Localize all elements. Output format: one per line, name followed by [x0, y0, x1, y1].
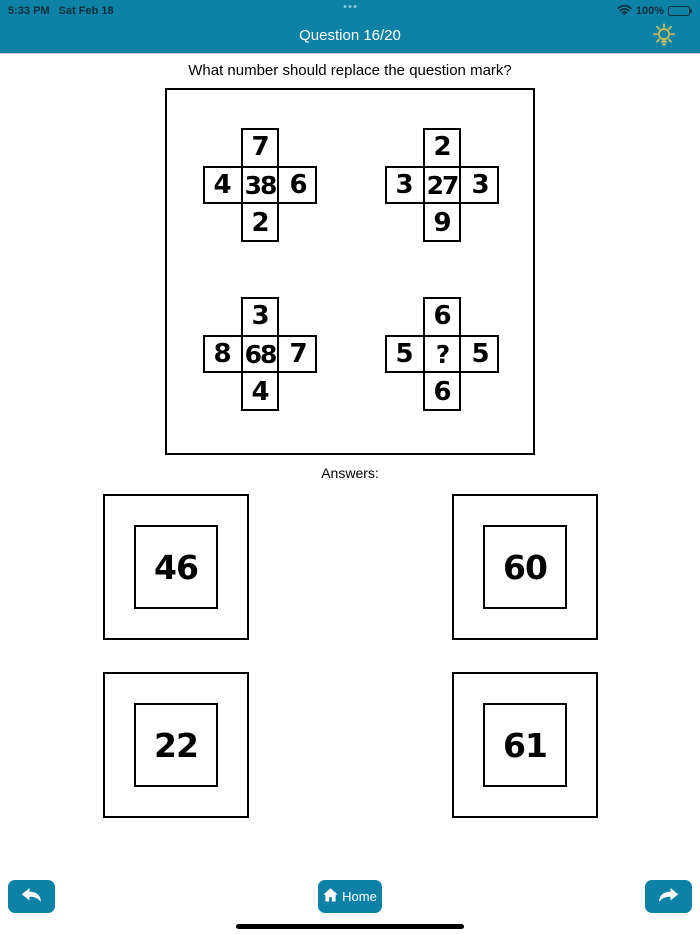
status-datetime: 5:33 PM Sat Feb 18 — [8, 5, 114, 17]
number-cross-3: 3 8 68 7 4 — [203, 297, 317, 411]
back-button[interactable] — [8, 880, 55, 913]
cross-cell-bottom: 6 — [433, 377, 451, 407]
cross-horizontal-rect — [203, 335, 317, 373]
answer-option-4[interactable]: 61 — [452, 672, 598, 818]
cross-cell-left: 5 — [395, 339, 413, 369]
cross-cell-right: 7 — [289, 339, 307, 369]
answer-option-3[interactable]: 22 — [103, 672, 249, 818]
status-indicators: 100% — [617, 4, 692, 18]
house-icon — [323, 888, 338, 905]
forward-button[interactable] — [645, 880, 692, 913]
puzzle-box: 7 4 38 6 2 2 3 27 3 9 3 8 68 7 4 6 — [165, 88, 535, 455]
cross-cell-top: 2 — [433, 132, 451, 162]
cross-cell-center: 68 — [244, 339, 278, 369]
reply-arrow-icon — [21, 887, 42, 906]
cross-vertical-rect — [241, 297, 279, 411]
ellipsis-dots-icon — [343, 5, 357, 8]
cross-horizontal-rect — [203, 166, 317, 204]
cross-cell-top: 6 — [433, 301, 451, 331]
cross-cell-bottom: 2 — [251, 208, 269, 238]
question-text: What number should replace the question … — [188, 62, 512, 79]
cross-cell-bottom: 9 — [433, 208, 451, 238]
question-mark-cell: ? — [435, 339, 451, 369]
cross-cell-right: 5 — [471, 339, 489, 369]
forward-arrow-icon — [658, 887, 679, 906]
cross-cell-right: 3 — [471, 170, 489, 200]
answer-option-1[interactable]: 46 — [103, 494, 249, 640]
nav-bar: Question 16/20 — [0, 21, 700, 53]
cross-cell-bottom: 4 — [251, 377, 269, 407]
cross-cell-center: 27 — [426, 170, 460, 200]
home-button[interactable]: Home — [318, 880, 382, 913]
cross-cell-center: 38 — [244, 170, 278, 200]
home-indicator[interactable] — [236, 924, 464, 929]
cross-vertical-rect — [423, 297, 461, 411]
answer-option-2[interactable]: 60 — [452, 494, 598, 640]
cross-cell-right: 6 — [289, 170, 307, 200]
answers-label: Answers: — [321, 465, 379, 481]
battery-icon — [668, 5, 692, 16]
cross-cell-left: 8 — [213, 339, 231, 369]
number-cross-1: 7 4 38 6 2 — [203, 128, 317, 242]
answer-value: 61 — [483, 703, 567, 787]
home-button-label: Home — [342, 889, 377, 904]
number-cross-4: 6 5 ? 5 6 — [385, 297, 499, 411]
cross-cell-top: 3 — [251, 301, 269, 331]
cross-cell-top: 7 — [251, 132, 269, 162]
cross-vertical-rect — [241, 128, 279, 242]
battery-percent: 100% — [635, 4, 664, 17]
status-date: Sat Feb 18 — [58, 4, 114, 17]
hint-button[interactable] — [646, 22, 682, 54]
cross-horizontal-rect — [385, 166, 499, 204]
page-title: Question 16/20 — [299, 27, 401, 44]
answer-value: 22 — [134, 703, 218, 787]
answer-value: 46 — [134, 525, 218, 609]
number-cross-2: 2 3 27 3 9 — [385, 128, 499, 242]
answer-value: 60 — [483, 525, 567, 609]
cross-horizontal-rect — [385, 335, 499, 373]
header-bar: 5:33 PM Sat Feb 18 100% — [0, 0, 700, 53]
cross-vertical-rect — [423, 128, 461, 242]
cross-cell-left: 4 — [213, 170, 231, 200]
cross-cell-left: 3 — [395, 170, 413, 200]
wifi-icon — [617, 4, 632, 18]
status-time: 5:33 PM — [8, 4, 50, 17]
status-bar: 5:33 PM Sat Feb 18 100% — [0, 0, 700, 21]
lightbulb-icon — [650, 22, 678, 55]
